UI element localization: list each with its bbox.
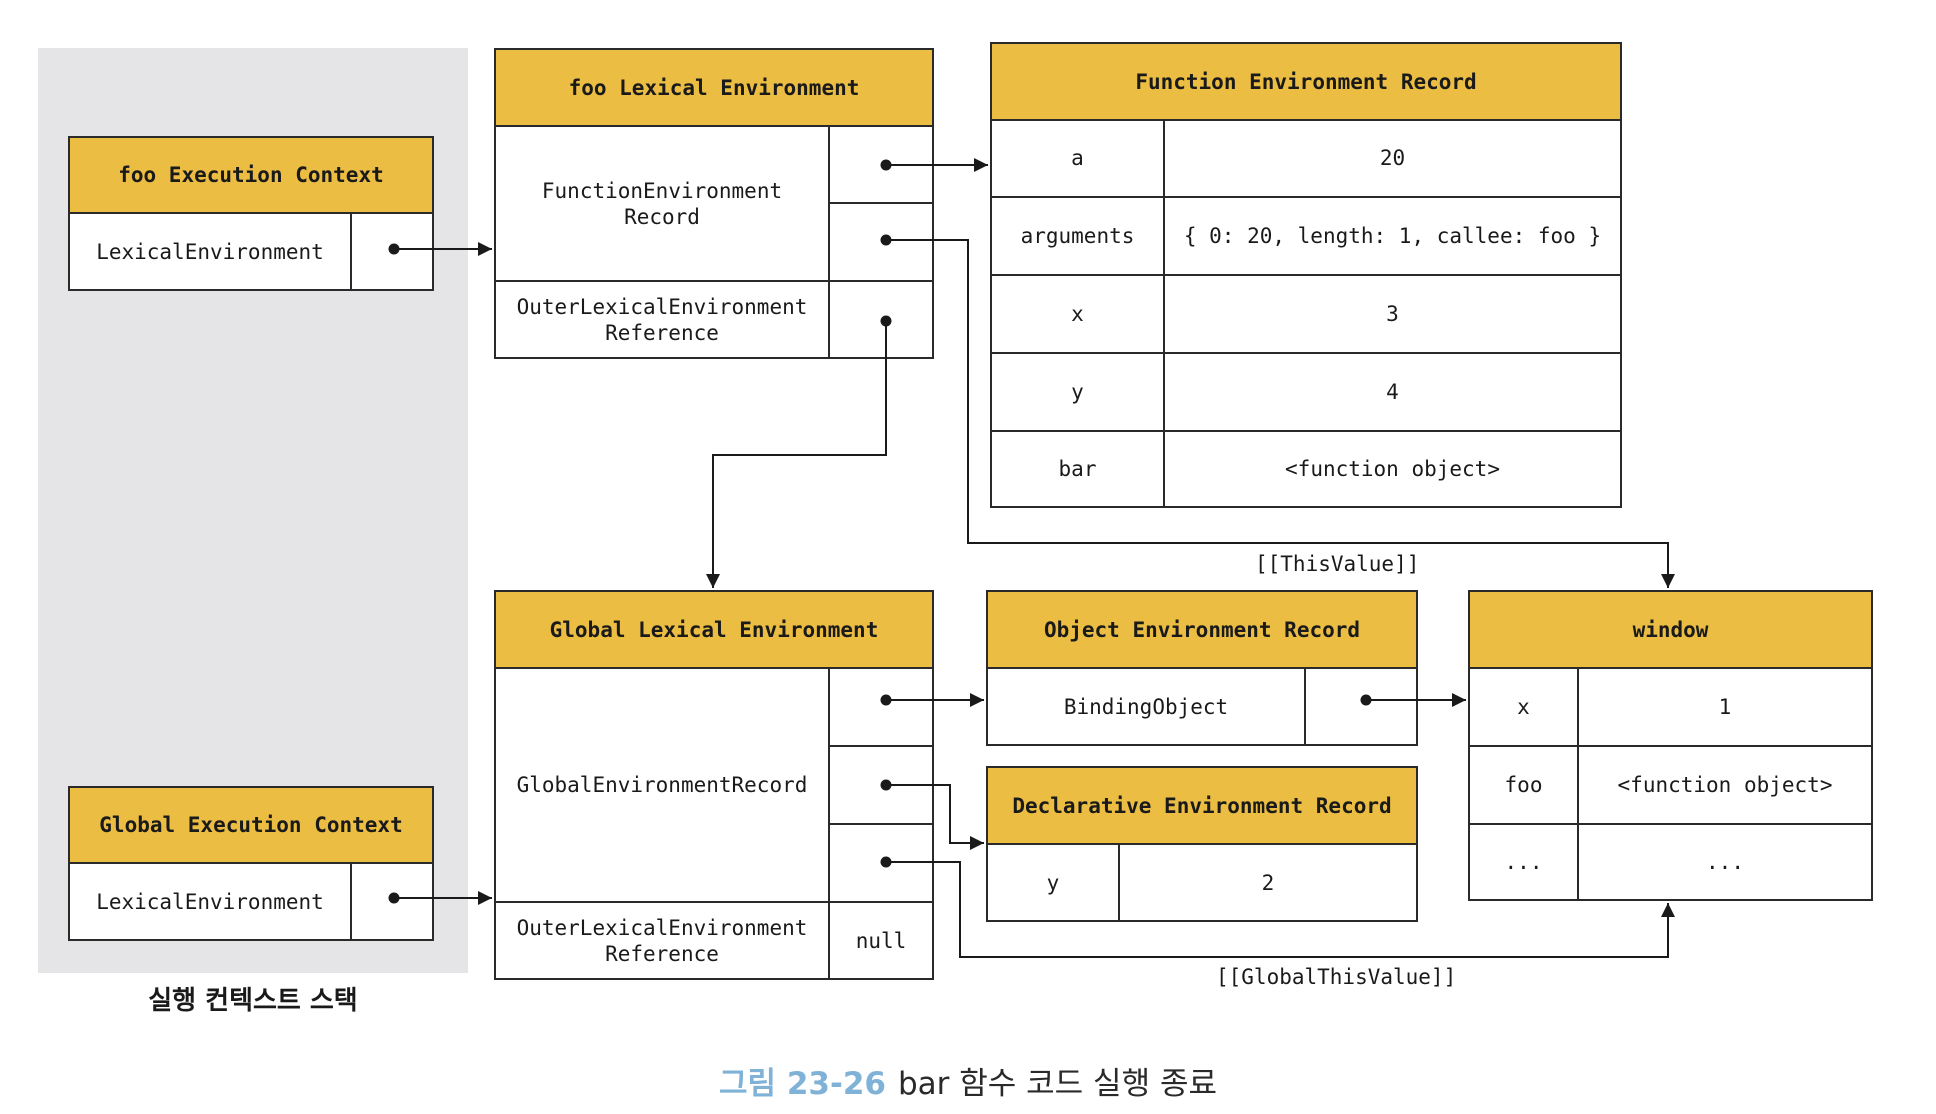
global-lexical-environment-field: LexicalEnvironment bbox=[96, 889, 324, 914]
function-environment-record-label: FunctionEnvironment Record bbox=[541, 178, 783, 229]
fer-value-y: 4 bbox=[1386, 379, 1399, 404]
fer-key-y: y bbox=[1071, 379, 1084, 404]
foo-execution-context-title: foo Execution Context bbox=[68, 136, 434, 214]
window-key-ellipsis: ... bbox=[1504, 850, 1543, 874]
fer-value-arguments: { 0: 20, length: 1, callee: foo } bbox=[1183, 223, 1602, 248]
window-key-foo: foo bbox=[1504, 772, 1543, 797]
global-outer-reference-label: OuterLexicalEnvironment Reference bbox=[516, 915, 808, 966]
binding-object-label: BindingObject bbox=[1063, 694, 1229, 719]
fer-key-arguments: arguments bbox=[1020, 223, 1135, 248]
this-value-dot bbox=[880, 234, 892, 246]
function-environment-record-title: Function Environment Record bbox=[990, 42, 1622, 121]
figure-caption: 그림 23-26 bar 함수 코드 실행 종료 bbox=[0, 1058, 1936, 1103]
this-value-arrow bbox=[886, 239, 1675, 588]
foo-context-dot bbox=[388, 243, 400, 255]
foo-lexical-environment-field: LexicalEnvironment bbox=[96, 239, 324, 264]
function-record-dot bbox=[880, 159, 892, 171]
global-environment-record-label: GlobalEnvironmentRecord bbox=[516, 773, 808, 797]
window-value-ellipsis: ... bbox=[1706, 850, 1744, 874]
global-context-dot bbox=[388, 892, 400, 904]
der-value-y: 2 bbox=[1261, 870, 1275, 895]
global-this-value-arrow bbox=[886, 861, 1675, 958]
fer-value-x: 3 bbox=[1386, 301, 1399, 326]
object-record-dot bbox=[880, 694, 892, 706]
binding-object-dot bbox=[1360, 694, 1372, 706]
window-value-x: 1 bbox=[1718, 694, 1732, 719]
fer-value-a: 20 bbox=[1379, 146, 1406, 170]
global-outer-reference-null: null bbox=[855, 928, 907, 953]
declarative-environment-record-title: Declarative Environment Record bbox=[986, 766, 1418, 845]
global-this-value-dot bbox=[880, 856, 892, 868]
object-environment-record-title: Object Environment Record bbox=[986, 590, 1418, 669]
fer-value-bar: <function object> bbox=[1285, 457, 1500, 481]
outer-lexical-environment-reference-label: OuterLexicalEnvironment Reference bbox=[516, 294, 808, 345]
declarative-record-dot bbox=[880, 779, 892, 791]
figure-number: 그림 23-26 bbox=[719, 1066, 886, 1102]
this-value-label: [[ThisValue]] bbox=[1255, 552, 1420, 576]
outer-reference-dot bbox=[880, 315, 892, 327]
fer-key-x: x bbox=[1071, 301, 1084, 326]
der-key-y: y bbox=[1046, 870, 1060, 895]
declarative-record-arrow bbox=[886, 784, 984, 850]
stack-label: 실행 컨텍스트 스택 bbox=[148, 986, 358, 1016]
fer-key-bar: bar bbox=[1058, 457, 1097, 481]
window-value-foo: <function object> bbox=[1617, 772, 1833, 797]
foo-lexical-environment-title: foo Lexical Environment bbox=[494, 48, 934, 127]
figure-caption-text: bar 함수 코드 실행 종료 bbox=[897, 1066, 1217, 1102]
outer-reference-arrow bbox=[706, 321, 887, 588]
global-this-value-label: [[GlobalThisValue]] bbox=[1216, 965, 1457, 989]
window-key-x: x bbox=[1517, 694, 1530, 719]
fer-key-a: a bbox=[1071, 146, 1084, 170]
